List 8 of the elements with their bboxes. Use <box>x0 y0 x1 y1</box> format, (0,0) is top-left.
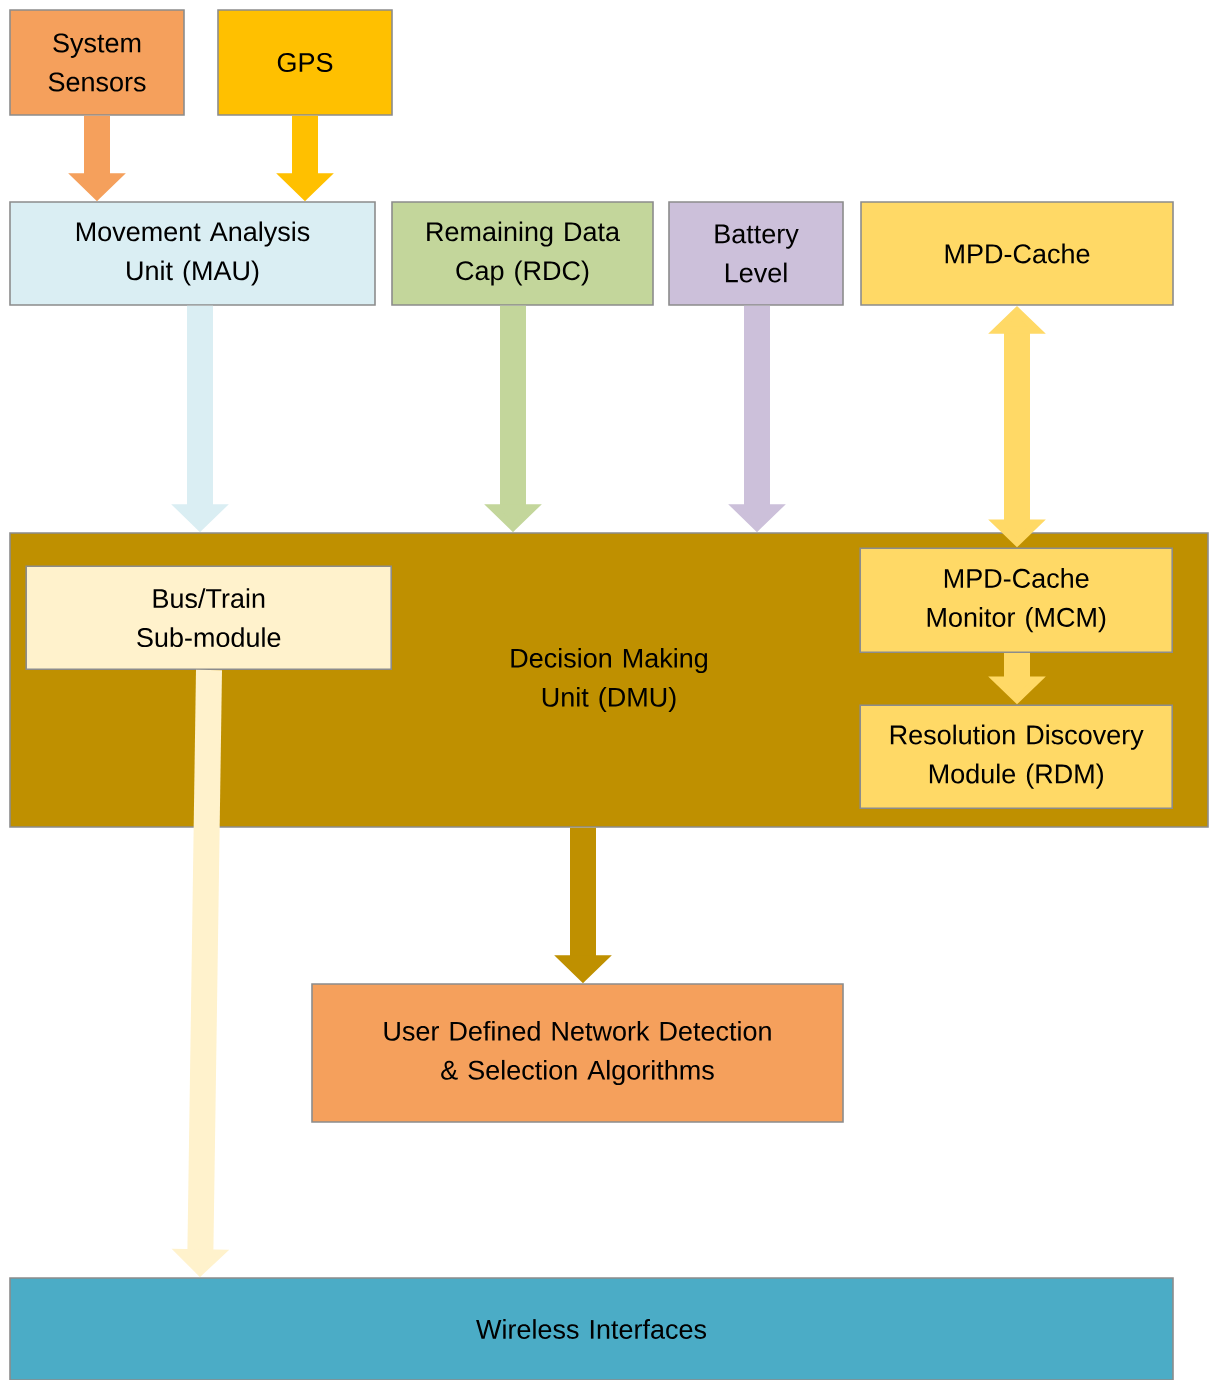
process-box: Bus/Train Sub-module <box>25 565 392 670</box>
interface-bar: Wireless Interfaces <box>9 1277 1174 1380</box>
process-box: GPS <box>217 9 393 116</box>
process-box: System Sensors <box>9 9 185 116</box>
process-box: Remaining Data Cap (RDC) <box>391 201 654 306</box>
process-box: Battery Level <box>668 201 844 306</box>
process-box: Movement Analysis Unit (MAU) <box>9 201 376 306</box>
process-box: User Defined Network Detection & Selection Algorithms <box>311 983 844 1123</box>
